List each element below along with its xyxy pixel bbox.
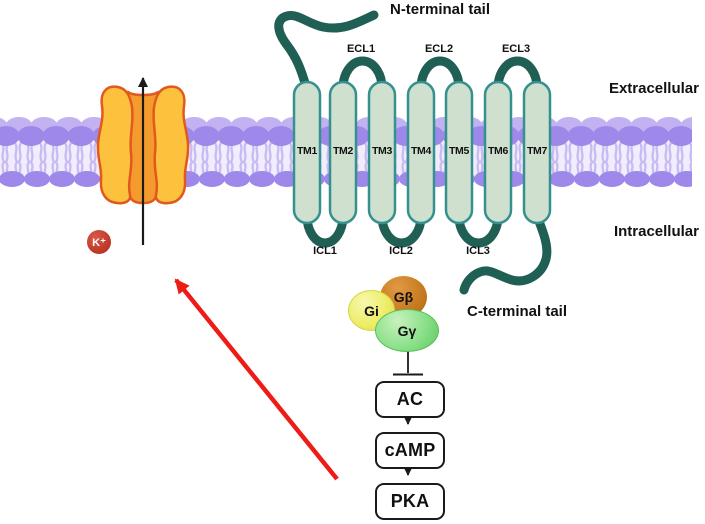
channel-left-subunit — [96, 85, 134, 205]
c-terminal-tail-label: C-terminal tail — [466, 303, 568, 320]
intracellular-label: Intracellular — [613, 223, 699, 240]
ecl2-loop — [416, 56, 464, 93]
tm1-helix — [292, 80, 322, 225]
ecl1-label: ECL1 — [346, 43, 376, 55]
tm3-label: TM3 — [371, 145, 393, 157]
tm6-helix — [483, 80, 513, 225]
extracellular-label: Extracellular — [608, 80, 699, 97]
tm4-label: TM4 — [410, 145, 432, 157]
tm7-helix — [522, 80, 552, 225]
icl2-label: ICL2 — [389, 245, 413, 257]
channel-right-subunit — [152, 85, 190, 205]
icl3-loop — [454, 211, 503, 248]
n-terminal-tail-label: N-terminal tail — [389, 1, 491, 18]
n-terminal-tail-curve — [274, 10, 379, 95]
ecl2-label: ECL2 — [424, 43, 454, 55]
potassium-ion-badge: K⁺ — [87, 230, 111, 254]
ecl1-loop — [338, 56, 387, 93]
pathway-to-channel-red-arrow — [174, 278, 339, 481]
tm2-helix — [328, 80, 358, 225]
tm6-label: TM6 — [487, 145, 509, 157]
ecl3-label: ECL3 — [501, 43, 531, 55]
camp-node: cAMP — [375, 432, 445, 469]
ecl3-loop — [493, 56, 542, 93]
c-terminal-tail-curve — [459, 211, 552, 295]
g-gamma-subunit: Gγ — [375, 309, 439, 352]
tm5-label: TM5 — [448, 145, 470, 157]
tm7-label: TM7 — [526, 145, 548, 157]
tm1-label: TM1 — [296, 145, 318, 157]
icl3-label: ICL3 — [466, 245, 490, 257]
tm4-helix — [406, 80, 436, 225]
pka-node: PKA — [375, 483, 445, 520]
icl2-loop — [377, 211, 426, 248]
tm5-helix — [444, 80, 474, 225]
icl1-loop — [302, 211, 348, 248]
tm2-label: TM2 — [332, 145, 354, 157]
ac-node: AC — [375, 381, 445, 418]
tm3-helix — [367, 80, 397, 225]
icl1-label: ICL1 — [313, 245, 337, 257]
